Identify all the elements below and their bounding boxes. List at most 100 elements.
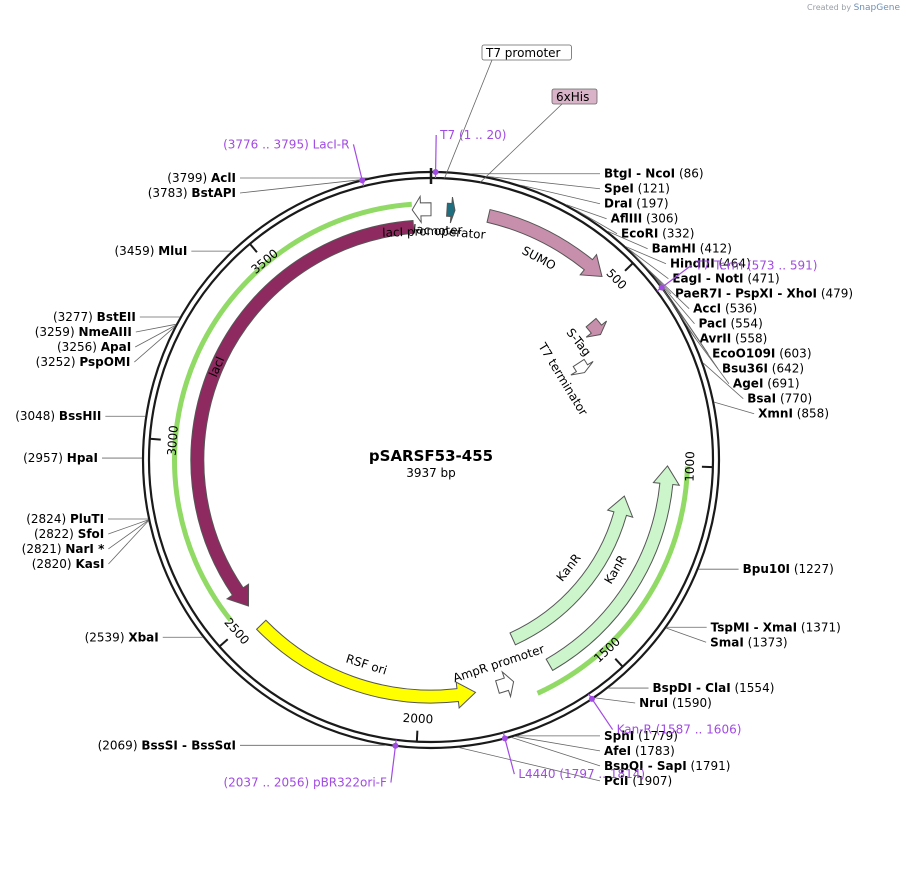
- enzyme-leader-bstapi: [239, 179, 361, 194]
- enzyme-name: AvrII: [700, 332, 732, 346]
- enzyme-leader-bamhi: [607, 230, 648, 250]
- enzyme-label-nmeaiii: (3259) NmeAIII: [35, 325, 132, 339]
- enzyme-label-acci: AccI (536): [693, 302, 757, 316]
- tick-label-3500: 3500: [248, 246, 280, 276]
- enzyme-name: TspMI - XmaI: [711, 620, 797, 634]
- primer-label-t7-term: T7 Term (573 .. 591): [694, 258, 817, 272]
- enzyme-position: (1907): [632, 774, 672, 788]
- enzyme-name: MluI: [158, 244, 187, 258]
- enzyme-position: (2957): [23, 451, 63, 465]
- tick-mark-500: [624, 262, 634, 272]
- tick-mark-1500: [614, 658, 624, 668]
- enzyme-leader-pcii: [459, 747, 601, 782]
- enzyme-leader-smai: [666, 627, 707, 643]
- enzyme-label-pspomi: (3252) PspOMI: [36, 355, 131, 369]
- enzyme-position: (3277): [53, 310, 93, 324]
- primer-site-laci-r: [359, 177, 366, 184]
- enzyme-leader-afliii: [566, 204, 607, 220]
- enzyme-name: XmnI: [758, 407, 793, 421]
- enzyme-position: (3783): [148, 186, 188, 200]
- enzyme-position: (2824): [26, 512, 66, 526]
- enzyme-label-ecori: EcoRI (332): [621, 227, 694, 241]
- enzyme-name: BstEII: [97, 310, 136, 324]
- enzyme-position: (306): [646, 212, 678, 226]
- enzyme-position: (603): [779, 347, 811, 361]
- enzyme-name: BspDI - ClaI: [653, 681, 731, 695]
- feature-s-tag: [585, 317, 608, 338]
- enzyme-leader-ecori: [576, 210, 618, 235]
- enzyme-leader-afei: [515, 736, 601, 752]
- enzyme-label-xmni: XmnI (858): [758, 407, 829, 421]
- enzyme-leader-sfoi: [108, 519, 149, 535]
- enzyme-position: (1227): [794, 562, 834, 576]
- enzyme-position: (3459): [115, 244, 155, 258]
- feature-laci: [190, 219, 415, 607]
- enzyme-name: Bsu36I: [722, 362, 768, 376]
- enzyme-leader-acci: [648, 270, 690, 310]
- enzyme-label-avrii: AvrII (558): [700, 332, 768, 346]
- tick-label-2000: 2000: [402, 711, 433, 727]
- enzyme-label-agei: AgeI (691): [733, 377, 800, 391]
- enzyme-leader-nari: [108, 519, 149, 550]
- enzyme-name: AccI: [693, 302, 721, 316]
- enzyme-position: (471): [747, 272, 779, 286]
- enzyme-name: PspOMI: [79, 355, 130, 369]
- snapgene-logo: SnapGene: [853, 3, 900, 13]
- feature-kanr-outer: [545, 465, 681, 672]
- enzyme-position: (86): [679, 167, 704, 181]
- feature-laci-promoter: [411, 194, 432, 225]
- enzyme-name: BssHII: [59, 409, 101, 423]
- enzyme-label-tspmi-xmai: TspMI - XmaI (1371): [711, 620, 841, 634]
- enzyme-name: NmeAIII: [78, 325, 131, 339]
- enzyme-position: (332): [662, 227, 694, 241]
- enzyme-position: (2820): [32, 557, 72, 571]
- enzyme-position: (3252): [36, 355, 76, 369]
- enzyme-name: AflIII: [611, 212, 643, 226]
- enzyme-name: EcoO109I: [712, 347, 775, 361]
- enzyme-position: (1373): [748, 635, 788, 649]
- primer-site-t7-term: [658, 284, 665, 291]
- enzyme-label-paer7i-pspxi-xhoi: PaeR7I - PspXI - XhoI (479): [675, 287, 853, 301]
- enzyme-name: NarI *: [65, 542, 105, 556]
- enzyme-label-ecoo109i: EcoO109I (603): [712, 347, 811, 361]
- enzyme-leader-nrui: [595, 697, 636, 704]
- enzyme-leader-agei: [688, 329, 730, 384]
- enzyme-leader-pspomi: [134, 326, 175, 363]
- enzyme-position: (479): [821, 287, 853, 301]
- primer-site-pbr322ori-f: [392, 742, 399, 749]
- enzyme-label-bsai: BsaI (770): [747, 392, 812, 406]
- enzyme-name: EcoRI: [621, 227, 658, 241]
- enzyme-position: (558): [735, 332, 767, 346]
- enzyme-name: AclI: [211, 171, 236, 185]
- selection-highlight-arc: [536, 466, 690, 696]
- tick-mark-2500: [218, 638, 229, 648]
- enzyme-name: SphI: [604, 729, 634, 743]
- callout-label-6xhis: 6xHis: [556, 90, 589, 104]
- feature-t7-terminator: [570, 358, 594, 376]
- enzyme-label-afei: AfeI (1783): [604, 744, 675, 758]
- primer-label-kan-r: Kan-R (1587 .. 1606): [617, 723, 742, 737]
- enzyme-label-bsssi-bsss-i: (2069) BssSI - BssSαI: [98, 738, 236, 752]
- enzyme-label-sphi: SphI (1779): [604, 729, 678, 743]
- enzyme-label-hindiii: HindIII (464): [670, 257, 751, 271]
- callout-box-6xhis: [551, 88, 598, 105]
- highlight-layer: [172, 201, 690, 696]
- enzyme-label-kasi: (2820) KasI: [32, 557, 105, 571]
- enzyme-leader-kasi: [108, 520, 149, 565]
- enzyme-name: AgeI: [733, 377, 763, 391]
- enzyme-name: NruI: [639, 696, 668, 710]
- enzyme-label-nrui: NruI (1590): [639, 696, 712, 710]
- enzyme-label-bamhi: BamHI (412): [652, 242, 732, 256]
- callout-leader-t7-promoter: [444, 59, 493, 179]
- tick-label-3000: 3000: [165, 425, 181, 457]
- enzyme-label-afliii: AflIII (306): [611, 212, 679, 226]
- enzyme-name: DraI: [604, 197, 632, 211]
- enzyme-label-paci: PacI (554): [699, 317, 763, 331]
- primer-label-laci-r: (3776 .. 3795) LacI-R: [223, 137, 349, 151]
- enzyme-label-btgi-ncoi: BtgI - NcoI (86): [604, 167, 704, 181]
- callout-label-t7-promoter: T7 promoter: [485, 46, 561, 60]
- enzyme-label-bpu10i: Bpu10I (1227): [743, 562, 834, 576]
- enzyme-label-hpai: (2957) HpaI: [23, 451, 98, 465]
- enzyme-name: ApaI: [101, 340, 131, 354]
- primer-layer: T7 (1 .. 20)(3776 .. 3795) LacI-RT7 Term…: [223, 128, 817, 789]
